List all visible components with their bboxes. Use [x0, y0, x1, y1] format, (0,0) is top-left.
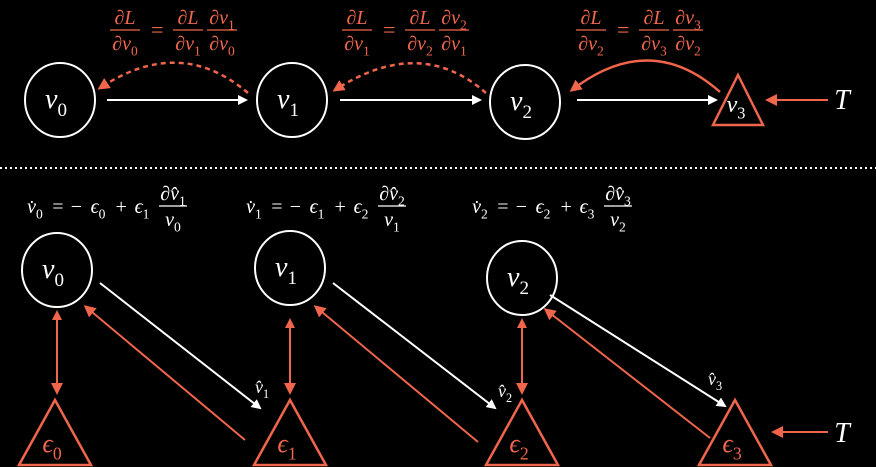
update-eq-0-frac-den: v0 — [165, 209, 181, 235]
target-label-T-bottom: T — [834, 418, 852, 449]
output-triangle-v3 — [710, 72, 766, 127]
gradient-eq-0-r2-den: ∂v0 — [209, 33, 235, 59]
gradient-eq-1-r1-den: ∂v2 — [407, 33, 433, 59]
node-circle-v1 — [256, 62, 328, 138]
error-triangle-eps3 — [696, 397, 774, 467]
gradient-eq-2-equals: = — [616, 17, 631, 42]
node-label-v0: v0 — [45, 84, 67, 121]
gradient-eq-1-equals: = — [382, 17, 397, 42]
update-eq-1-op2: + — [333, 196, 347, 218]
error-label-eps0: ϵ0 — [42, 429, 61, 463]
error-feedback-arrow-1 — [83, 305, 246, 441]
error-feedback-arrow-2 — [313, 305, 479, 443]
update-eq-2-op2: + — [559, 196, 573, 218]
update-eq-0-op2: + — [114, 196, 128, 218]
error-feedback-arrow-3 — [543, 308, 711, 439]
gradient-eq-0-r1-den: ∂v1 — [175, 33, 201, 59]
gradient-eq-0-r2-num: ∂v1 — [209, 7, 235, 33]
update-eq-1-lhs: v̇1 — [246, 196, 262, 222]
gradient-eq-1-lhs-den: ∂v1 — [344, 33, 370, 59]
gradient-eq-2-r2-den: ∂v2 — [675, 33, 701, 59]
update-eq-2-frac-num: ∂v̂3 — [605, 183, 631, 209]
node-circle-v1-bottom — [254, 230, 326, 306]
gradient-arc-v2-v1 — [332, 62, 487, 94]
gradient-eq-2-lhs-den: ∂v2 — [578, 33, 604, 59]
update-eq-1-op1: = − — [270, 196, 302, 218]
error-link-head-1 — [285, 318, 295, 328]
node-label-v2-bottom: v2 — [507, 262, 529, 299]
update-eq-2-frac-den: v2 — [610, 209, 626, 235]
prediction-label-2: v̂2 — [498, 381, 512, 405]
error-triangle-eps0 — [16, 397, 94, 467]
node-label-v1-bottom: v1 — [275, 252, 297, 289]
gradient-eq-2-lhs-num: ∂L — [580, 7, 601, 29]
update-eq-0-lhs: v̇0 — [27, 196, 43, 222]
gradient-eq-1-lhs-num: ∂L — [346, 7, 367, 29]
error-link-head-2 — [517, 318, 527, 328]
gradient-eq-1-r2-den: ∂v1 — [441, 33, 467, 59]
gradient-eq-0-lhs-num: ∂L — [114, 7, 135, 29]
gradient-arc-v3-v2 — [569, 59, 721, 93]
prediction-arrow-2 — [332, 282, 497, 410]
prediction-label-3: v̂3 — [708, 369, 722, 393]
gradient-eq-2-r1-den: ∂v3 — [641, 33, 667, 59]
update-eq-1-frac-num: ∂v̂2 — [379, 183, 405, 209]
gradient-eq-0-r1-num: ∂L — [177, 7, 198, 29]
update-eq-0-op1: = − — [51, 196, 83, 218]
error-label-eps1: ϵ1 — [277, 429, 296, 463]
target-label-T: T — [834, 85, 852, 116]
node-circle-v0 — [24, 62, 96, 138]
gradient-eq-2-r1-num: ∂L — [643, 7, 664, 29]
node-circle-v0-bottom — [21, 232, 93, 308]
node-label-v3: v3 — [727, 92, 746, 123]
update-eq-1-t2: ϵ2 — [354, 196, 369, 222]
gradient-eq-0-lhs-den: ∂v0 — [112, 33, 138, 59]
gradient-arc-v1-v0 — [97, 61, 249, 94]
update-eq-2-lhs: v̇2 — [472, 196, 488, 222]
node-circle-v2 — [489, 64, 561, 140]
error-triangle-eps2 — [483, 397, 561, 467]
update-eq-2-op1: = − — [496, 196, 528, 218]
update-eq-1-frac-den: v1 — [384, 209, 400, 235]
gradient-eq-1-r2-num: ∂v2 — [441, 7, 467, 33]
update-eq-2-t1: ϵ2 — [536, 196, 551, 222]
prediction-arrow-3 — [549, 294, 727, 408]
node-label-v1: v1 — [277, 84, 299, 121]
node-circle-v2-bottom — [486, 240, 558, 316]
node-label-v0-bottom: v0 — [42, 254, 64, 291]
prediction-label-1: v̂1 — [255, 377, 269, 401]
update-eq-1-t1: ϵ1 — [310, 196, 325, 222]
prediction-arrow-1 — [99, 282, 262, 410]
error-label-eps2: ϵ2 — [509, 429, 528, 463]
gradient-eq-0-equals: = — [150, 17, 165, 42]
node-label-v2: v2 — [510, 86, 532, 123]
update-eq-0-frac-num: ∂v̂1 — [160, 183, 186, 209]
error-label-eps3: ϵ3 — [722, 429, 741, 463]
update-eq-0-t1: ϵ0 — [91, 196, 106, 222]
update-eq-0-t2: ϵ1 — [135, 196, 150, 222]
gradient-eq-1-r1-num: ∂L — [409, 7, 430, 29]
gradient-eq-2-r2-num: ∂v3 — [675, 7, 701, 33]
update-eq-2-t2: ϵ3 — [580, 196, 595, 222]
error-link-head-0 — [52, 310, 62, 320]
error-triangle-eps1 — [251, 397, 329, 467]
